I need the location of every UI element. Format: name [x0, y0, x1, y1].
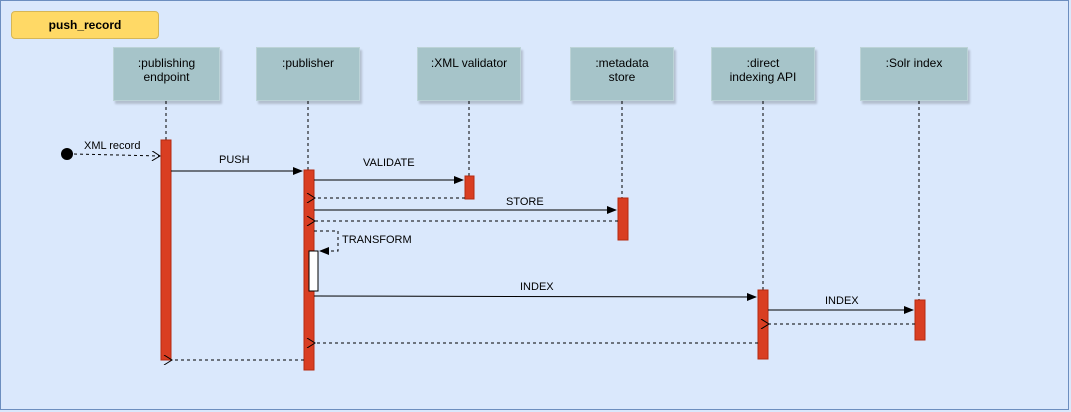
participant-publisher: :publisher [256, 47, 360, 101]
label-push: PUSH [219, 154, 250, 166]
activation-xml-validator [464, 175, 475, 200]
participant-metadata-store: :metadata store [570, 47, 674, 101]
participant-xml-validator: :XML validator [417, 47, 521, 101]
label-validate: VALIDATE [363, 157, 415, 169]
activation-publishing-endpoint [160, 139, 172, 361]
label-index-solr: INDEX [825, 295, 859, 307]
initial-node [61, 148, 73, 160]
participant-solr-index: :Solr index [860, 47, 968, 101]
message-transform [314, 230, 339, 255]
activation-solr-index [914, 299, 926, 341]
message-index-api [313, 292, 757, 301]
label-xml-record: XML record [84, 140, 140, 152]
activation-metadata-store [617, 197, 629, 241]
participant-direct-indexing-api: :direct indexing API [711, 47, 815, 101]
label-transform: TRANSFORM [342, 234, 412, 246]
diagram-title: push_record [11, 11, 159, 39]
label-store: STORE [506, 196, 544, 208]
participant-publishing-endpoint: :publishing endpoint [113, 47, 220, 101]
message-xml-record [73, 154, 160, 156]
activation-direct-indexing-api [757, 289, 769, 360]
activation-transform [308, 250, 319, 292]
label-index-api: INDEX [520, 281, 554, 293]
